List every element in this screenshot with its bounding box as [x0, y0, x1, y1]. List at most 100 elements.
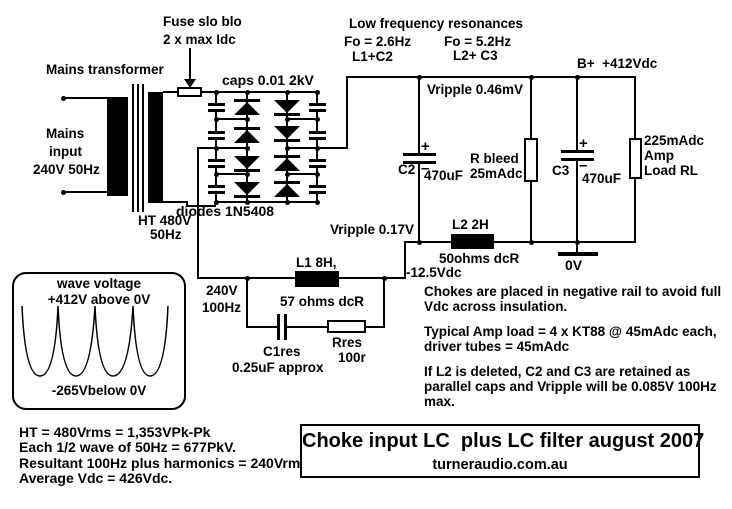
cap-gap	[212, 162, 220, 165]
fuse-arrowhead-icon	[184, 79, 196, 88]
c2-value: 470uF	[424, 168, 464, 183]
resistor-rbleed	[524, 138, 538, 182]
junction-dot	[245, 146, 250, 151]
cap-gap	[212, 188, 220, 191]
c3-name: C3	[552, 163, 570, 178]
cap-gap	[212, 134, 220, 137]
rbleed-label-2: 25mAdc	[470, 166, 523, 181]
bridge-rung	[215, 173, 248, 175]
wire-jog	[186, 201, 188, 207]
c3-value: 470uF	[582, 171, 622, 186]
l2-name: L2 2H	[452, 217, 489, 232]
terminal-dot	[61, 190, 66, 195]
dc-negative-wire	[197, 147, 199, 279]
snubber-cap-icon	[208, 185, 225, 188]
diode-bar-icon	[274, 155, 300, 158]
junction-dot	[315, 200, 320, 205]
snubber-cap-icon	[309, 159, 326, 162]
junction-dot	[285, 90, 290, 95]
c2-name: C2	[398, 162, 416, 177]
transformer-primary-winding	[107, 97, 128, 196]
c2-minus-sign: –	[421, 160, 430, 177]
junction-dot	[529, 240, 534, 245]
note-amp-load: Typical Amp load = 4 x KT88 @ 45mAdc eac…	[424, 324, 717, 354]
bridge-rung	[215, 118, 248, 120]
snubber-cap-icon	[208, 191, 225, 194]
terminal-dot	[61, 96, 66, 101]
transformer-title: Mains transformer	[46, 62, 164, 77]
bplus-node-dot	[575, 75, 580, 80]
calc-line-1: HT = 480Vrms = 1,353VPk-Pk	[19, 424, 211, 440]
negative-rail	[404, 241, 636, 243]
cap-gap	[313, 188, 321, 191]
snubber-cap-icon	[208, 103, 225, 106]
cap-gap	[313, 106, 321, 109]
c2-plus-sign: +	[421, 138, 430, 155]
transformer-secondary-winding	[148, 92, 163, 203]
snubber-cap-icon	[309, 165, 326, 168]
junction-dot	[285, 117, 290, 122]
junction-dot	[214, 90, 219, 95]
vripple-c2-label: Vripple 0.46mV	[427, 82, 524, 97]
snubber-cap-icon	[208, 137, 225, 140]
choke-input-freq: 100Hz	[202, 300, 242, 315]
junction-dot	[315, 90, 320, 95]
diode-bar-icon	[234, 99, 260, 102]
cap-gap	[280, 324, 284, 330]
website-label: turneraudio.com.au	[432, 457, 568, 473]
junction-dot	[575, 240, 580, 245]
junction-dot	[382, 276, 387, 281]
cap-c2-plate	[403, 161, 436, 164]
bplus-rail	[346, 76, 636, 78]
note-l2-deleted: If L2 is deleted, C2 and C3 are retained…	[424, 364, 717, 409]
wave-box-title: wave voltage	[56, 276, 142, 291]
junction-dot	[315, 172, 320, 177]
snubber-cap-icon	[208, 159, 225, 162]
cap-c1res-plate	[284, 314, 287, 340]
calc-line-3: Resultant 100Hz plus harmonics = 240Vrms	[19, 454, 309, 471]
junction-dot	[315, 146, 320, 151]
ripple-waveform-icon	[21, 305, 169, 377]
bridge-bottom-rail	[215, 201, 318, 203]
l2-dcr: 50ohms dcR	[439, 251, 520, 266]
calc-line-4: Average Vdc = 426Vdc.	[19, 469, 173, 486]
resistor-rres	[327, 320, 366, 333]
resonance-title: Low frequency resonances	[349, 16, 524, 31]
diode-bar-icon	[274, 113, 300, 116]
mains-input-label-2: input	[49, 144, 82, 159]
cap-gap	[415, 156, 423, 161]
diode-bar-icon	[274, 139, 300, 142]
rres-name: Rres	[332, 335, 363, 350]
wave-trough-label: -265Vbelow 0V	[51, 383, 147, 398]
wave-voltage-box	[12, 272, 186, 410]
rl-label-3: Load RL	[644, 163, 698, 178]
bridge-top-rail	[198, 91, 318, 93]
snubber-cap-icon	[309, 131, 326, 134]
wire	[63, 97, 109, 99]
note-chokes: Chokes are placed in negative rail to av…	[424, 284, 722, 314]
snubber-cap-icon	[309, 137, 326, 140]
c1res-value: 0.25uF approx	[232, 360, 324, 375]
transformer-core-line	[137, 84, 139, 212]
snubber-cap-icon	[309, 103, 326, 106]
diodes-label: diodes 1N5408	[176, 203, 275, 219]
resonance-fo2-parts: L2+ C3	[453, 48, 498, 63]
wire	[383, 277, 385, 328]
junction-dot	[285, 200, 290, 205]
diode-down-icon	[234, 156, 260, 169]
c3-plus-sign: +	[579, 135, 588, 152]
snubber-cap-icon	[309, 109, 326, 112]
vripple-l2-label: Vripple 0.17V	[330, 222, 415, 237]
wire	[404, 241, 406, 279]
fuse-arrow	[189, 48, 191, 80]
junction-dot	[214, 172, 219, 177]
resonance-fo2: Fo = 5.2Hz	[444, 34, 512, 49]
snubber-caps-label: caps 0.01 2kV	[222, 72, 314, 88]
junction-dot	[245, 172, 250, 177]
bridge-rung	[286, 173, 318, 175]
wire	[246, 277, 248, 328]
notes-block: Chokes are placed in negative rail to av…	[424, 284, 722, 419]
snubber-cap-icon	[208, 165, 225, 168]
calc-line-2: Each 1/2 wave of 50Hz = 677PkV.	[19, 439, 237, 456]
